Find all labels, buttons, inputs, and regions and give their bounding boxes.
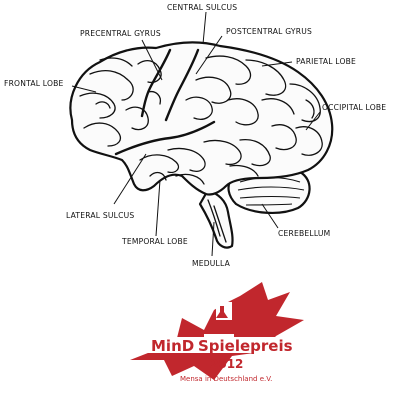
label-lateral-sulcus: LATERAL SULCUS	[66, 211, 134, 220]
leader-parietal-lobe	[261, 61, 293, 67]
label-occipital-lobe: OCCIPITAL LOBE	[322, 103, 386, 112]
logo-year: 2012	[210, 357, 243, 371]
leader-lateral-sulcus	[113, 153, 147, 205]
logo-title: Spielepreis	[198, 337, 293, 355]
label-postcentral-gyrus: POSTCENTRAL GYRUS	[226, 27, 312, 36]
medulla-shape	[198, 188, 234, 249]
cerebrum-shape	[69, 41, 334, 196]
label-precentral-gyrus: PRECENTRAL GYRUS	[80, 29, 161, 38]
mind-spielepreis-logo: MinD Spielepreis 2012 Mensa in Deutschla…	[130, 282, 304, 383]
labels: CENTRAL SULCUS PRECENTRAL GYRUS POSTCENT…	[4, 3, 386, 268]
label-frontal-lobe: FRONTAL LOBE	[4, 79, 64, 88]
leader-occipital-lobe	[305, 111, 321, 131]
leader-temporal-lobe	[155, 179, 161, 237]
leader-cerebellum	[261, 203, 279, 229]
leader-central-sulcus	[202, 11, 207, 45]
label-central-sulcus: CENTRAL SULCUS	[167, 3, 237, 12]
leader-frontal-lobe	[71, 85, 97, 93]
logo-flask-icon	[216, 306, 228, 318]
label-cerebellum: CEREBELLUM	[278, 229, 330, 238]
leader-medulla	[211, 221, 215, 257]
leader-postcentral-gyrus	[195, 35, 223, 75]
label-temporal-lobe: TEMPORAL LOBE	[121, 237, 188, 246]
logo-brand: MinD	[151, 337, 194, 355]
brain-illustration	[69, 41, 334, 249]
leader-precentral-gyrus	[141, 39, 163, 81]
leader-lines	[71, 11, 321, 257]
label-medulla: MEDULLA	[192, 259, 231, 268]
logo-splash-shape	[130, 282, 304, 380]
label-parietal-lobe: PARIETAL LOBE	[296, 57, 356, 66]
logo-subtitle: Mensa in Deutschland e.V.	[180, 375, 272, 383]
